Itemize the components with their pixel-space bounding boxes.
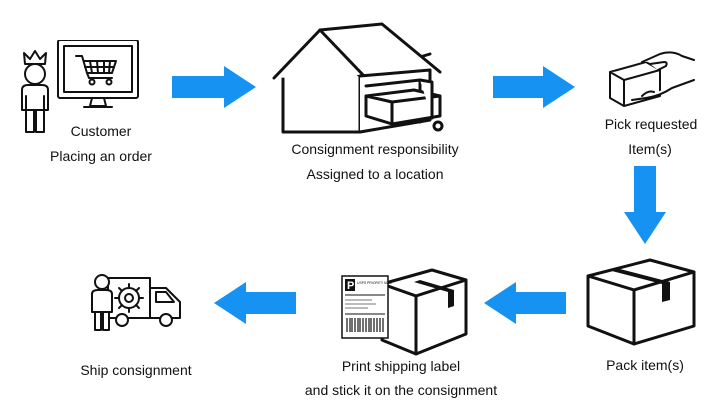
consignment-label-line1: Consignment responsibility (291, 141, 459, 157)
ship-label: Ship consignment (80, 362, 192, 378)
label-sheet-header: P (347, 280, 354, 292)
taped-box-icon (586, 258, 696, 346)
delivery-person-truck-icon (91, 274, 181, 331)
hands-picking-box-icon (609, 51, 695, 107)
print-label-line2: and stick it on the consignment (304, 382, 498, 398)
pick-label-line1: Pick requested (604, 116, 698, 132)
warehouse-icon (272, 22, 444, 134)
customer-computer-cart-icon (21, 40, 139, 133)
customer-label-line1: Customer (70, 123, 132, 139)
arrow-right-2 (493, 66, 575, 108)
arrow-left-1 (484, 282, 566, 324)
label-sheet-text: USPS PRIORITY MAIL (357, 281, 392, 285)
consignment-label-line2: Assigned to a location (306, 166, 444, 182)
box-with-shipping-label-icon: P USPS PRIORITY MAIL (341, 268, 468, 356)
pick-label-line2: Item(s) (628, 141, 672, 157)
print-label-line1: Print shipping label (341, 358, 461, 374)
arrow-down (624, 166, 666, 244)
arrow-right-1 (172, 66, 256, 108)
arrow-left-2 (214, 282, 296, 324)
pack-label: Pack item(s) (606, 357, 684, 373)
customer-label-line2: Placing an order (50, 148, 152, 164)
